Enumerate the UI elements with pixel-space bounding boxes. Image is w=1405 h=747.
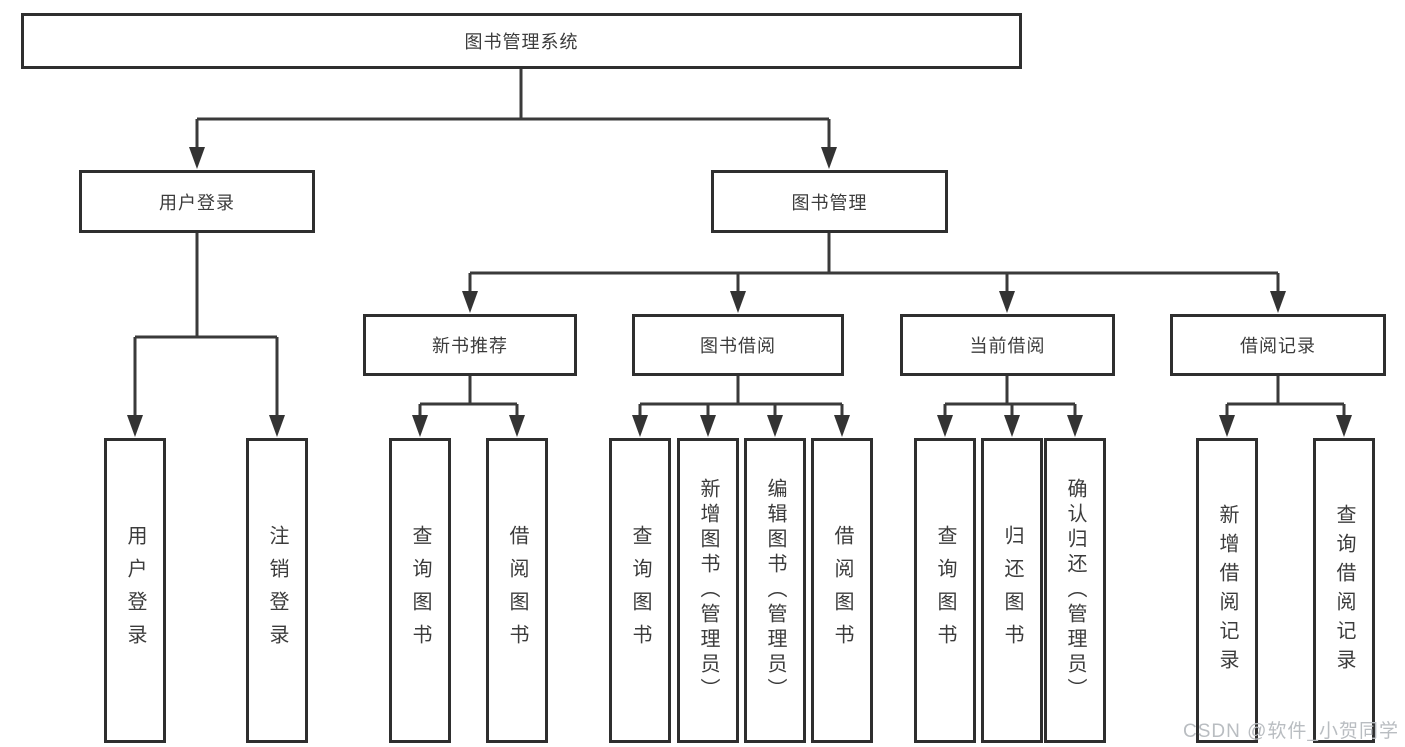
leaf-add-books-admin: 新增图书（管理员） [677, 438, 739, 743]
leaf-borrow-books-borrowing: 借阅图书 [811, 438, 873, 743]
node-current-borrowing: 当前借阅 [900, 314, 1115, 376]
node-label: 查询借阅记录 [1333, 503, 1355, 678]
connector-book-borrow-branch [638, 376, 844, 418]
node-user-login: 用户登录 [79, 170, 315, 233]
node-label: 确认归还（管理员） [1064, 478, 1086, 703]
node-label: 查询图书 [934, 524, 956, 657]
connector-root-to-level2 [195, 68, 831, 150]
node-label: 新增图书（管理员） [697, 478, 719, 703]
node-label: 借阅记录 [1240, 336, 1316, 356]
leaf-add-borrow-record: 新增借阅记录 [1196, 438, 1258, 743]
leaf-query-borrow-record: 查询借阅记录 [1313, 438, 1375, 743]
arrow-down-icon [509, 415, 525, 437]
arrow-down-icon [412, 415, 428, 437]
node-borrow-records: 借阅记录 [1170, 314, 1386, 376]
leaf-query-books-recommend: 查询图书 [389, 438, 451, 743]
connector-book-mgmt-branch [468, 233, 1280, 294]
arrow-down-icon [632, 415, 648, 437]
node-label: 图书借阅 [700, 336, 776, 356]
connector-user-login-branch [133, 233, 279, 418]
node-label: 当前借阅 [969, 336, 1046, 356]
arrow-down-icon [937, 415, 953, 437]
arrow-down-icon [189, 147, 205, 169]
node-book-management: 图书管理 [711, 170, 948, 233]
node-new-book-recommend: 新书推荐 [363, 314, 577, 376]
arrow-down-icon [462, 291, 478, 313]
node-label: 用户登录 [124, 524, 146, 657]
arrow-down-icon [269, 415, 285, 437]
leaf-confirm-return-admin: 确认归还（管理员） [1044, 438, 1106, 743]
arrow-down-icon [700, 415, 716, 437]
leaf-borrow-books-recommend: 借阅图书 [486, 438, 548, 743]
arrow-down-icon [730, 291, 746, 313]
node-label: 图书管理 [791, 192, 868, 213]
arrow-down-icon [1067, 415, 1083, 437]
arrow-down-icon [127, 415, 143, 437]
node-label: 新书推荐 [432, 336, 508, 356]
node-label: 归还图书 [1001, 524, 1023, 657]
leaf-query-books-current: 查询图书 [914, 438, 976, 743]
arrow-down-icon [1270, 291, 1286, 313]
node-label: 用户登录 [159, 192, 235, 213]
node-book-borrowing: 图书借阅 [632, 314, 844, 376]
connector-current-borrow-branch [943, 376, 1077, 418]
leaf-edit-books-admin: 编辑图书（管理员） [744, 438, 806, 743]
leaf-query-books-borrowing: 查询图书 [609, 438, 671, 743]
arrow-down-icon [834, 415, 850, 437]
arrow-down-icon [767, 415, 783, 437]
node-label: 编辑图书（管理员） [764, 478, 786, 703]
node-label: 注销登录 [266, 524, 288, 657]
connector-new-book-branch [418, 376, 519, 418]
arrow-down-icon [1004, 415, 1020, 437]
node-label: 查询图书 [409, 524, 431, 657]
node-label: 图书管理系统 [464, 32, 579, 52]
arrow-down-icon [1336, 415, 1352, 437]
node-label: 借阅图书 [506, 524, 528, 657]
node-label: 借阅图书 [831, 524, 853, 657]
leaf-user-login: 用户登录 [104, 438, 166, 743]
connector-borrow-record-branch [1225, 376, 1346, 418]
leaf-logout: 注销登录 [246, 438, 308, 743]
leaf-return-books: 归还图书 [981, 438, 1043, 743]
node-label: 查询图书 [629, 524, 651, 657]
node-label: 新增借阅记录 [1216, 503, 1238, 678]
arrow-down-icon [999, 291, 1015, 313]
csdn-watermark: CSDN @软件_小贺同学 [1183, 721, 1399, 742]
arrow-down-icon [1219, 415, 1235, 437]
node-system-root: 图书管理系统 [21, 13, 1022, 69]
arrow-down-icon [821, 147, 837, 169]
